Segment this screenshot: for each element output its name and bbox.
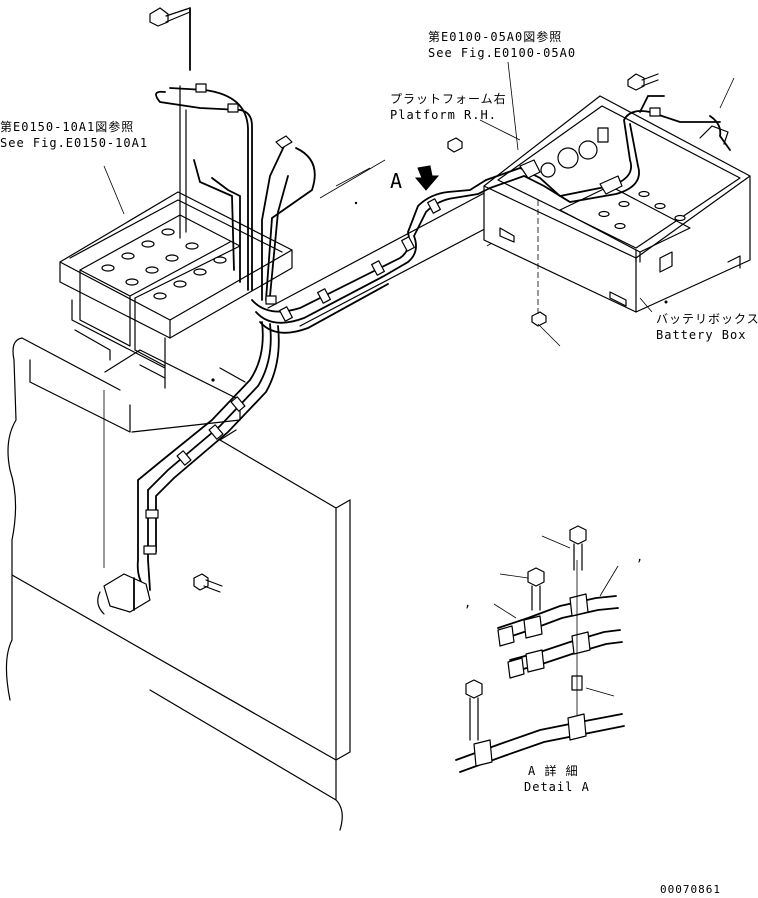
detail-en-label: Detail A xyxy=(524,780,590,794)
nut-lower xyxy=(531,311,547,327)
ref-box-jp-label: 第E0100-05A0図参照 xyxy=(428,30,563,44)
comma-mark-2: , xyxy=(464,596,473,610)
battery-box-jp-label: バッテリボックス xyxy=(656,312,758,326)
ref-battery-jp-label: 第E0150-10A1図参照 xyxy=(0,120,135,134)
battery-box-en-label: Battery Box xyxy=(656,328,747,342)
detail-jp-label: A 詳 細 xyxy=(528,764,579,778)
view-arrow-a xyxy=(414,165,440,191)
bolt-top xyxy=(149,7,191,27)
comma-mark-1: , xyxy=(636,550,645,564)
ref-battery-en-label: See Fig.E0150-10A1 xyxy=(0,136,149,150)
platform-en-label: Platform R.H. xyxy=(390,108,497,122)
nut-platform xyxy=(447,137,463,153)
bolts xyxy=(149,7,659,593)
machine-frame xyxy=(5,159,501,831)
harness-clamps xyxy=(143,83,661,555)
leader-lines xyxy=(103,61,735,697)
drawing-number: 00070861 xyxy=(660,883,721,896)
arrow-letter-label: A xyxy=(390,169,404,193)
battery-terminals xyxy=(101,228,227,300)
ref-box-en-label: See Fig.E0100-05A0 xyxy=(428,46,577,60)
detail-a-inset xyxy=(455,525,625,773)
bolt-box xyxy=(627,73,659,91)
bolt-lower xyxy=(193,573,223,593)
battery-box xyxy=(483,95,751,313)
wire-harness xyxy=(97,7,731,615)
platform-jp-label: プラットフォーム右 xyxy=(390,92,507,106)
left-battery-assembly xyxy=(59,191,293,389)
